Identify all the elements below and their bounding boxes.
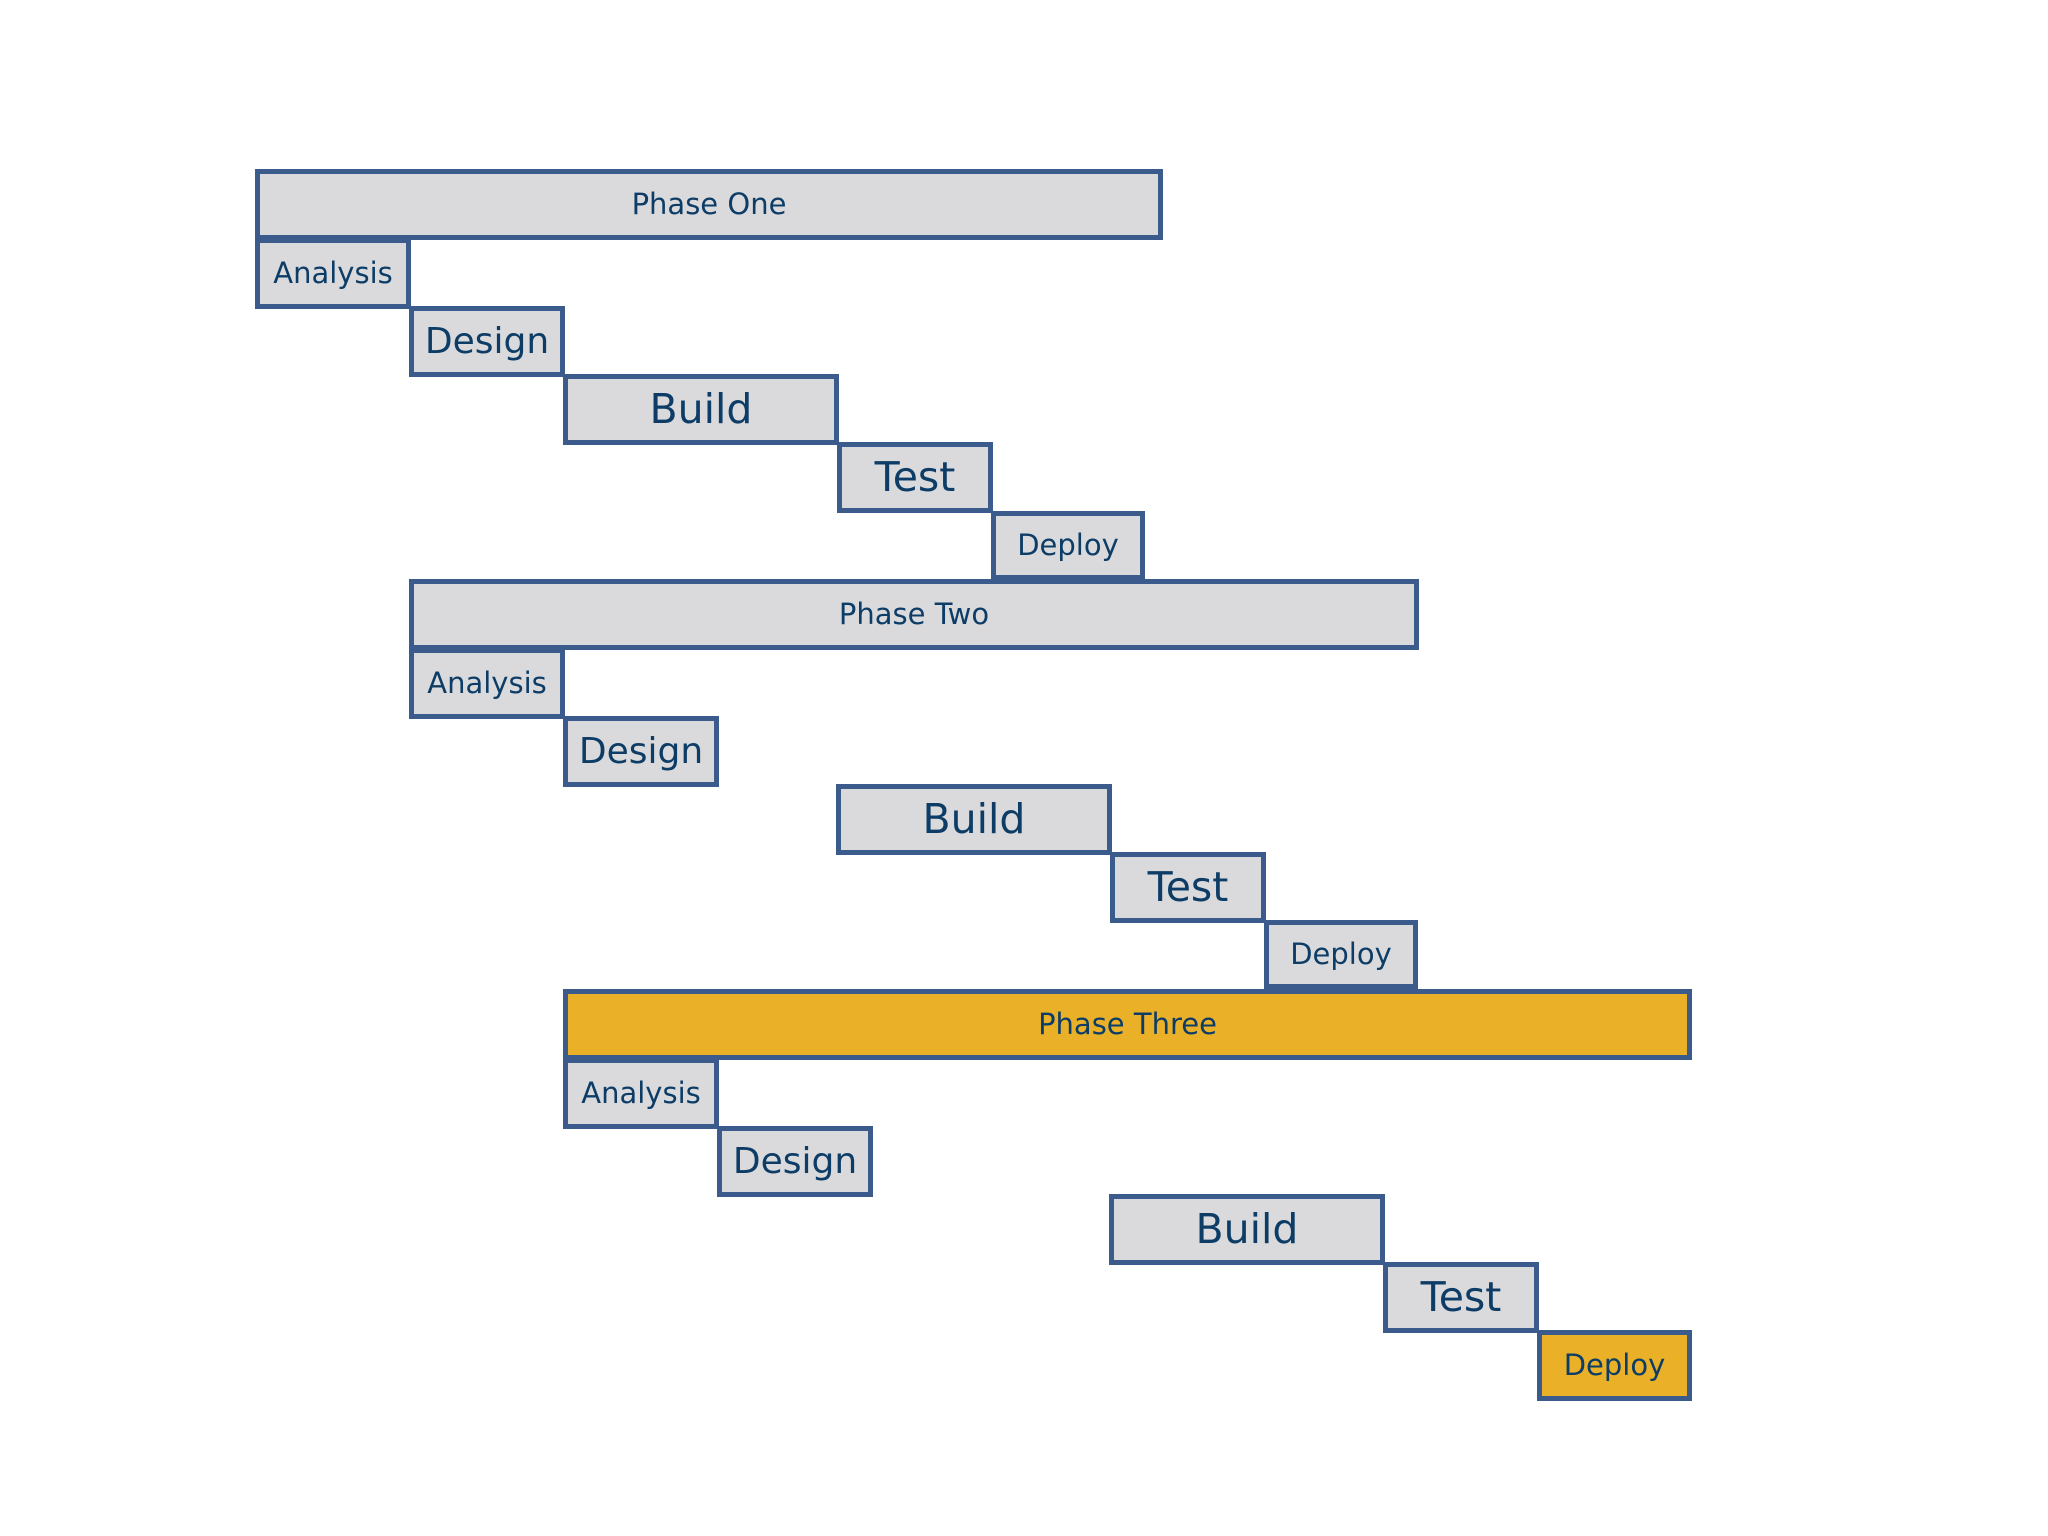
task-label: Build [922,795,1026,843]
phase-three-design-task: Design [717,1126,873,1197]
task-label: Deploy [1290,937,1392,971]
phase-one-deploy-task: Deploy [991,511,1145,580]
phase-two-title: Phase Two [838,597,990,631]
phase-three-test-task: Test [1383,1262,1539,1333]
phase-one-build-task: Build [563,374,839,445]
phase-one-test-task: Test [837,442,993,513]
task-label: Build [1195,1205,1299,1253]
task-label: Build [649,385,753,433]
phase-three-bar: Phase Three [563,989,1692,1060]
phase-three-deploy-task: Deploy [1537,1330,1692,1401]
phase-one-bar: Phase One [255,169,1163,240]
phase-two-bar: Phase Two [409,579,1419,650]
task-label: Design [732,1140,858,1182]
task-label: Analysis [427,666,547,700]
task-label: Design [424,320,550,362]
task-label: Deploy [1017,528,1119,562]
task-label: Deploy [1563,1348,1666,1382]
phase-one-design-task: Design [409,306,565,377]
phase-three-title: Phase Three [1038,1007,1217,1041]
task-label: Test [1420,1273,1502,1321]
task-label: Test [874,453,956,501]
phase-two-build-task: Build [836,784,1112,855]
phase-one-analysis-task: Analysis [255,238,411,309]
task-label: Design [578,730,704,772]
phase-two-test-task: Test [1110,852,1266,923]
phase-three-build-task: Build [1109,1194,1385,1265]
phase-three-analysis-task: Analysis [563,1058,719,1129]
task-label: Analysis [581,1076,701,1110]
task-label: Analysis [273,256,393,290]
task-label: Test [1147,863,1229,911]
phase-two-design-task: Design [563,716,719,787]
phase-two-deploy-task: Deploy [1264,920,1418,989]
phase-two-analysis-task: Analysis [409,648,565,719]
phase-one-title: Phase One [631,187,787,221]
